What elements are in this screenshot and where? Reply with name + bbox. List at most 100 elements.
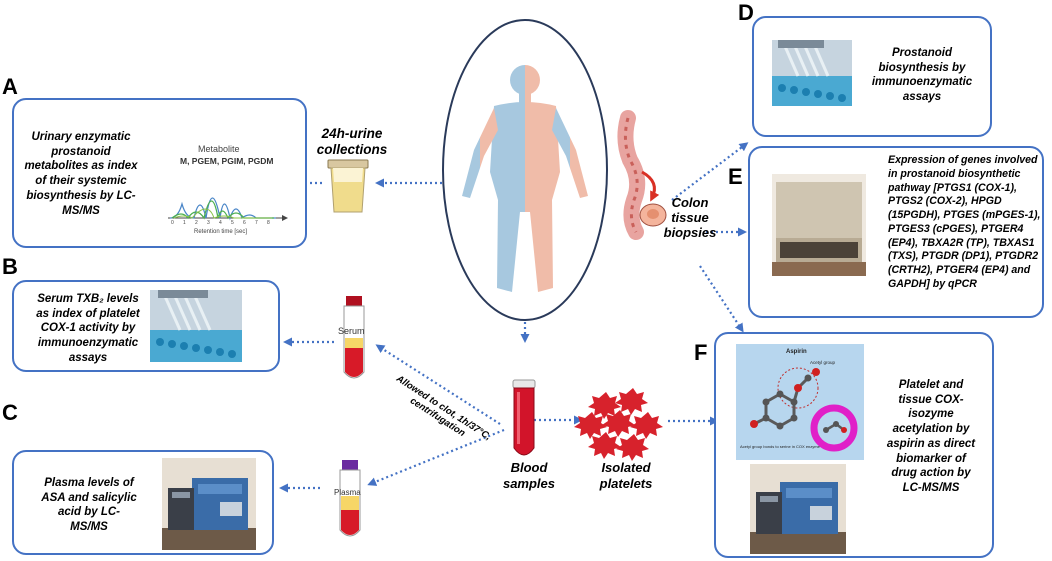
chromatogram-tick: 6 (243, 220, 246, 226)
panel-letter-c: C (2, 400, 18, 425)
panel-e-line-10: GAPDH] by qPCR (888, 277, 977, 290)
panel-a-line-3: metabolites as index (24, 160, 138, 173)
panel-e-line-2: in prostanoid biosynthetic (888, 167, 1021, 180)
panel-e-line-4: PTGS2 (COX-2), HPGD (888, 195, 1002, 208)
chromatogram-tick: 4 (219, 220, 222, 226)
panel-a: Urinary enzymatic prostanoid metabolites… (12, 98, 307, 248)
chromatogram-tick: 2 (195, 220, 198, 226)
panel-a-line-6: MS/MS (62, 204, 100, 217)
arrow-biopsy-to-D (671, 142, 749, 201)
arrow-biopsy-to-F (699, 265, 744, 333)
blood-tube-icon (512, 379, 536, 456)
panel-c-line-1: Plasma levels of (44, 477, 134, 489)
urine-label: 24h-urine collections (312, 126, 392, 158)
plasma-tube-label: Plasma (334, 488, 361, 497)
platelets-label-line-2: platelets (599, 475, 653, 491)
chromatogram: 0 1 2 3 4 5 6 7 8 Retention time [sec] (168, 197, 288, 235)
panel-b-line-5: assays (68, 351, 108, 364)
platelets-label: Isolated platelets (586, 460, 666, 491)
colon-to-biopsy-arrow (641, 170, 660, 202)
arrow-blood-to-plasma (367, 428, 505, 486)
panel-e-line-3: pathway [PTGS1 (COX-1), (888, 181, 1017, 194)
colon-label: Colon tissue biopsies (660, 195, 720, 241)
panel-e-line-9: (CRTH2), PTGER4 (EP4) and (888, 264, 1031, 277)
elisa-plate-image-b (150, 290, 242, 362)
panel-d-line-2: biosynthesis by (878, 61, 966, 74)
panel-letter-a: A (2, 74, 18, 99)
panel-c-line-4: MS/MS (70, 521, 108, 534)
urine-cup-icon (327, 159, 369, 213)
panel-a-line-5: biosynthesis by LC- (26, 189, 136, 202)
panel-f-line-4: acetylation by (892, 423, 970, 436)
panel-e-line-5: (15PGDH), PTGES (mPGES-1), (888, 209, 1041, 222)
panel-f-line-1: Platelet and (898, 379, 964, 391)
panel-letter-e: E (728, 164, 743, 189)
panel-b-line-1: Serum TXB₂ levels (37, 293, 139, 305)
panel-letter-d: D (738, 0, 754, 25)
molecule-caption: Acetyl group bonds to serine in COX enzy… (740, 444, 821, 449)
panel-f-line-8: LC-MS/MS (902, 482, 960, 495)
panel-f-line-6: biomarker of (896, 452, 966, 465)
panel-b: Serum TXB₂ levels as index of platelet C… (12, 280, 280, 372)
panel-f: Aspirin Acetyl group Acetyl group bonds … (714, 332, 994, 558)
chromatogram-xlabel: Retention time [sec] (194, 229, 247, 235)
panel-d-text: Prostanoid biosynthesis by immunoenzymat… (868, 46, 976, 105)
panel-e-line-8: (TXS), PTGDR (DP1), PTGDR2 (888, 250, 1039, 263)
panel-e: Expression of genes involved in prostano… (748, 146, 1044, 318)
panel-d-line-3: immunoenzymatic (871, 76, 973, 89)
panel-letter-f: F (694, 340, 708, 365)
panel-e-line-7: (EP4), TBXA2R (TP), TBXAS1 (888, 236, 1035, 249)
panel-b-line-4: immunoenzymatic (37, 337, 139, 350)
panel-f-line-2: tissue COX- (898, 393, 964, 406)
platelets-icon (574, 388, 663, 461)
serum-tube-label: Serum (338, 326, 365, 336)
panel-b-line-3: COX-1 activity by (40, 322, 136, 335)
blood-label-line-1: Blood (510, 460, 548, 475)
chromatogram-title: Metabolite (198, 144, 240, 154)
panel-e-line-6: PTGES3 (cPGES), PTGER4 (888, 222, 1024, 235)
colon-label-line-1: Colon (671, 195, 709, 210)
urine-label-line-2: collections (316, 142, 388, 158)
arrow-blood-to-serum (375, 344, 501, 425)
acetyl-group-label: Acetyl group (810, 360, 836, 365)
platelets-label-line-1: Isolated (601, 460, 651, 475)
panel-d-line-1: Prostanoid (891, 47, 953, 59)
panel-e-line-1: Expression of genes involved (888, 154, 1038, 166)
panel-c: Plasma levels of ASA and salicylic acid … (12, 450, 274, 555)
chromatogram-tick: 8 (267, 220, 270, 226)
urine-label-line-1: 24h-urine (321, 126, 383, 141)
panel-f-line-5: aspirin as direct (886, 437, 976, 450)
lcms-instrument-image-c (162, 458, 256, 550)
panel-a-text: Urinary enzymatic prostanoid metabolites… (20, 130, 142, 218)
panel-e-text: Expression of genes involved in prostano… (888, 154, 1044, 292)
lcms-instrument-image-f (750, 464, 846, 554)
blood-label: Blood samples (494, 460, 564, 491)
chromatogram-tick: 3 (207, 220, 210, 226)
colon-icon (617, 110, 646, 240)
chromatogram-tick: 7 (255, 220, 258, 226)
chromatogram-tick: 0 (171, 220, 174, 226)
panel-c-line-3: acid by LC- (58, 506, 120, 519)
blood-label-line-2: samples (502, 475, 556, 491)
human-body-icon (462, 65, 588, 292)
panel-a-line-4: of their systemic (35, 175, 127, 188)
elisa-plate-image-d (772, 40, 852, 106)
chromatogram-tick: 1 (183, 220, 186, 226)
panel-a-line-2: prostanoid (51, 145, 111, 158)
qpcr-instrument-image (772, 174, 866, 276)
panel-letter-b: B (2, 254, 18, 279)
panel-f-text: Platelet and tissue COX- isozyme acetyla… (872, 378, 990, 496)
chromatogram-tick: 5 (231, 220, 234, 226)
plasma-tube-icon (339, 460, 361, 537)
panel-d: Prostanoid biosynthesis by immunoenzymat… (752, 16, 992, 137)
colon-label-line-3: biopsies (663, 224, 717, 240)
panel-b-line-2: as index of platelet (36, 307, 140, 320)
panel-b-text: Serum TXB₂ levels as index of platelet C… (26, 292, 150, 366)
serum-tube-icon (343, 296, 365, 379)
colon-label-line-2: tissue (671, 209, 709, 225)
biopsy-icon (639, 203, 667, 227)
panel-c-text: Plasma levels of ASA and salicylic acid … (28, 476, 150, 535)
panel-d-line-4: assays (902, 91, 942, 104)
aspirin-molecule-image: Aspirin Acetyl group Acetyl group bonds … (736, 344, 864, 460)
